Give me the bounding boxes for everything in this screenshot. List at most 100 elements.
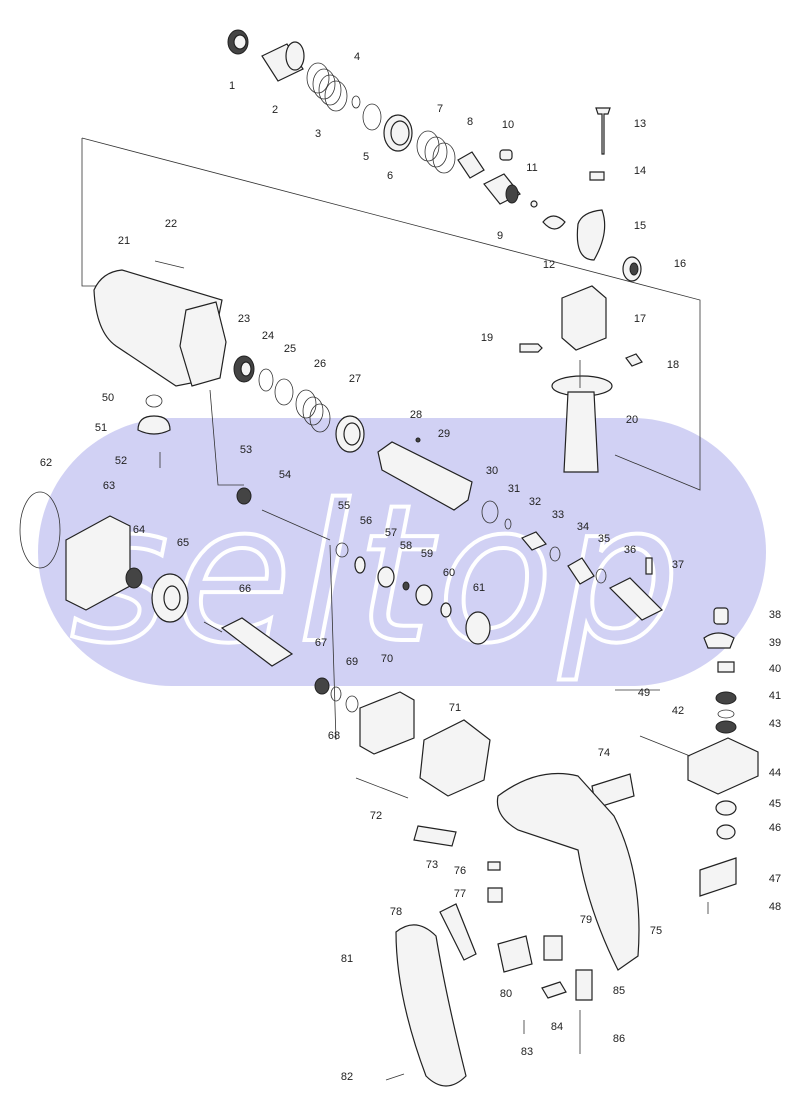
part-49-screw (639, 735, 691, 757)
part-label-68: 68 (328, 730, 340, 742)
part-label-53: 53 (240, 444, 252, 456)
part-35-o-ring (595, 568, 607, 584)
part-label-85: 85 (613, 985, 625, 997)
part-43-bearing (715, 720, 737, 734)
part-57-gear (377, 566, 395, 588)
part-38-bearing (713, 607, 729, 625)
part-label-39: 39 (769, 637, 781, 649)
part-label-65: 65 (177, 537, 189, 549)
part-label-75: 75 (650, 925, 662, 937)
part-82-screw (385, 1073, 405, 1081)
part-label-55: 55 (338, 500, 350, 512)
part-label-84: 84 (551, 1021, 563, 1033)
part-label-27: 27 (349, 373, 361, 385)
part-label-80: 80 (500, 988, 512, 1000)
part-label-60: 60 (443, 567, 455, 579)
part-label-63: 63 (103, 480, 115, 492)
part-label-45: 45 (769, 798, 781, 810)
part-11-ball (530, 200, 538, 208)
part-15-band (576, 209, 606, 261)
part-4-ring (351, 95, 361, 109)
part-label-42: 42 (672, 705, 684, 717)
part-number-labels: 1234567891011121314151617181920212223242… (40, 51, 781, 1083)
part-20-side-handle (563, 391, 599, 473)
part-label-36: 36 (624, 544, 636, 556)
part-label-83: 83 (521, 1046, 533, 1058)
part-14-nut (589, 171, 605, 181)
part-label-16: 16 (674, 258, 686, 270)
part-85-pin (575, 969, 593, 1001)
part-label-1: 1 (229, 80, 235, 92)
part-77-brush (487, 887, 503, 903)
part-label-82: 82 (341, 1071, 353, 1083)
part-label-29: 29 (438, 428, 450, 440)
part-5-ring (362, 103, 382, 131)
part-19-screw (519, 343, 543, 353)
part-7-spring (416, 130, 456, 174)
part-64-bearing (125, 567, 143, 589)
part-72-screw (355, 777, 409, 799)
middle-parts (233, 355, 499, 524)
part-10-ball-holder (499, 149, 513, 161)
part-label-41: 41 (769, 690, 781, 702)
part-label-31: 31 (508, 483, 520, 495)
part-label-58: 58 (400, 540, 412, 552)
part-label-50: 50 (102, 392, 114, 404)
part-label-67: 67 (315, 637, 327, 649)
part-8-sleeve (457, 151, 485, 179)
part-label-22: 22 (165, 218, 177, 230)
part-label-30: 30 (486, 465, 498, 477)
part-69-ring (345, 695, 359, 713)
part-label-86: 86 (613, 1033, 625, 1045)
part-31-ring (504, 518, 512, 530)
part-label-37: 37 (672, 559, 684, 571)
part-label-77: 77 (454, 888, 466, 900)
part-17-clamp (561, 285, 607, 351)
part-label-61: 61 (473, 582, 485, 594)
part-32-bolt (521, 531, 547, 551)
part-40-shaft (717, 661, 735, 673)
part-label-3: 3 (315, 128, 321, 140)
impact-parts (504, 518, 759, 914)
part-label-56: 56 (360, 515, 372, 527)
part-label-72: 72 (370, 810, 382, 822)
part-68-ring (330, 686, 342, 702)
part-53-bearing (236, 487, 252, 505)
part-54-shaft (261, 509, 331, 541)
part-51-lever (137, 415, 171, 435)
part-label-7: 7 (437, 103, 443, 115)
part-label-74: 74 (598, 747, 610, 759)
part-label-23: 23 (238, 313, 250, 325)
spindle-parts (236, 487, 491, 645)
part-34-striker (567, 557, 595, 585)
part-28-ball (415, 437, 421, 443)
part-29-spindle (377, 441, 473, 511)
part-label-5: 5 (363, 151, 369, 163)
part-label-38: 38 (769, 609, 781, 621)
part-label-14: 14 (634, 165, 646, 177)
part-label-70: 70 (381, 653, 393, 665)
part-76-brush-holder (487, 861, 501, 871)
front-housing (93, 260, 227, 387)
part-label-2: 2 (272, 104, 278, 116)
part-78-cord-guard (439, 903, 477, 961)
part-81-grip (395, 924, 467, 1087)
lever-parts (137, 394, 171, 468)
part-25-ring (274, 378, 294, 406)
part-label-49: 49 (638, 687, 650, 699)
part-label-35: 35 (598, 533, 610, 545)
part-79-capacitor (543, 935, 563, 961)
part-label-6: 6 (387, 170, 393, 182)
part-label-24: 24 (262, 330, 274, 342)
part-75-motor-housing (496, 772, 640, 971)
part-label-44: 44 (769, 767, 781, 779)
part-label-18: 18 (667, 359, 679, 371)
part-label-40: 40 (769, 663, 781, 675)
part-24-ring (258, 368, 274, 392)
part-50-o-ring (145, 394, 163, 408)
part-3-spring (306, 62, 348, 112)
part-67-bearing (314, 677, 330, 695)
part-12-washer (542, 215, 566, 230)
part-58-ring (402, 581, 410, 591)
